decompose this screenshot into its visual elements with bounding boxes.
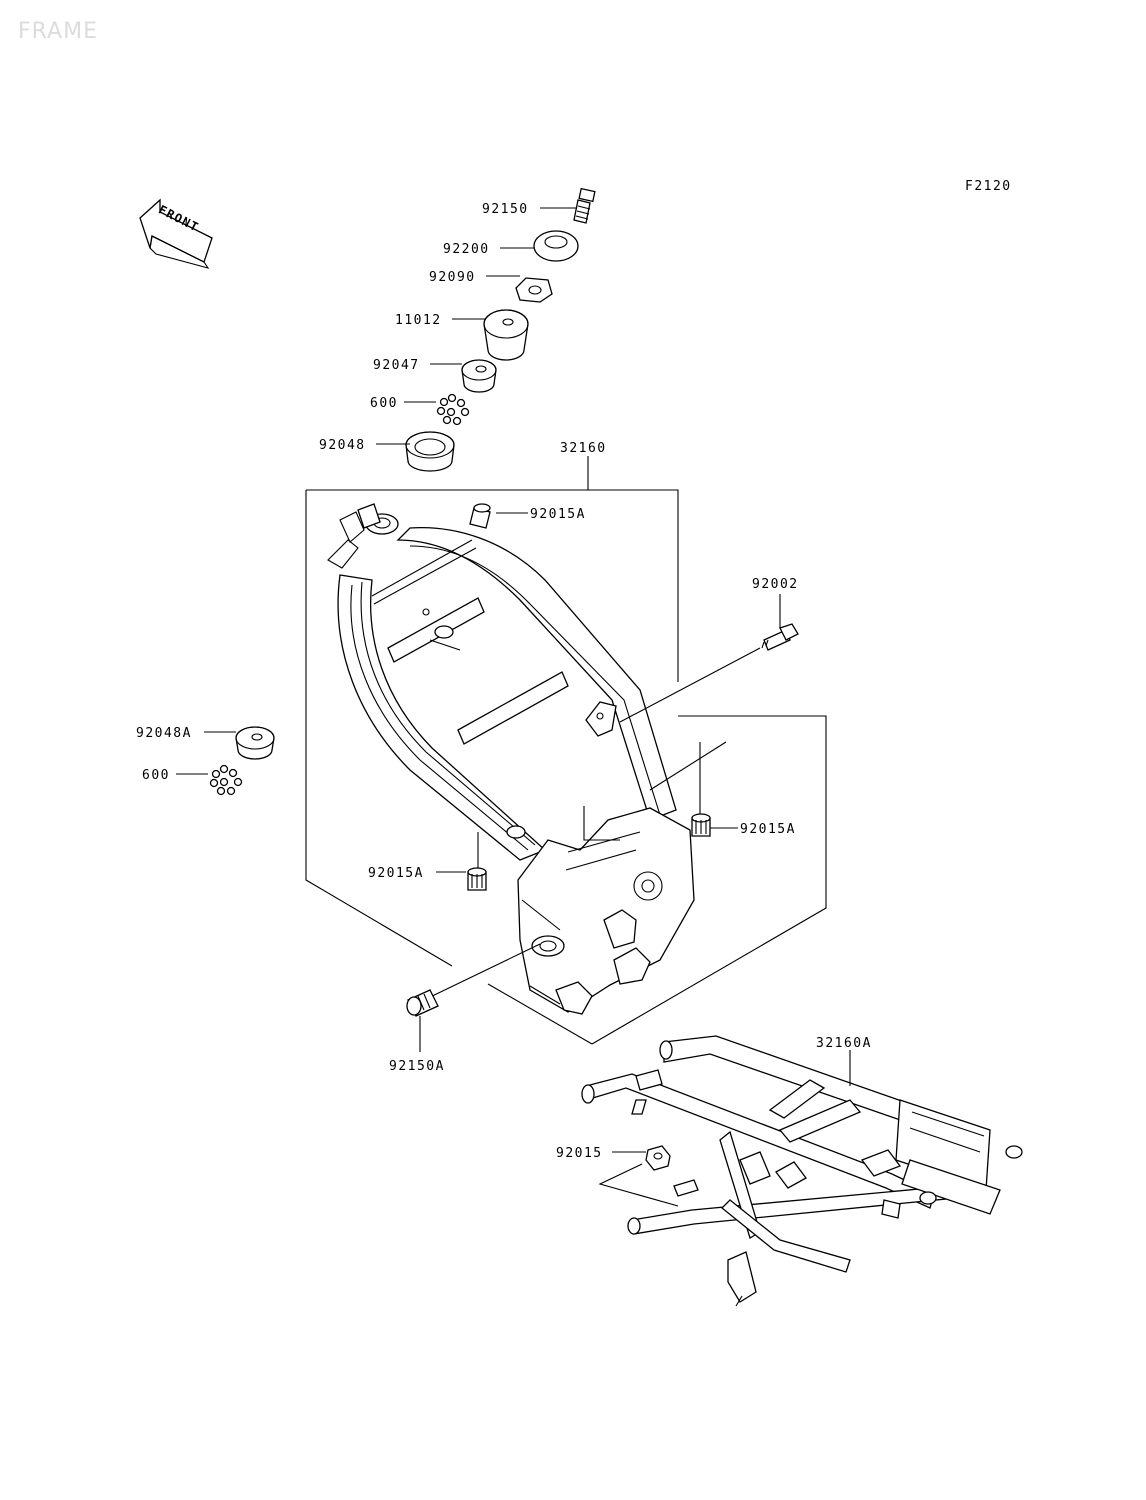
- nut-92015A-right-icon: [691, 813, 711, 837]
- label-11012[interactable]: 11012: [395, 313, 442, 328]
- label-92150A[interactable]: 92150A: [389, 1059, 445, 1074]
- label-92015A-right[interactable]: 92015A: [740, 822, 796, 837]
- assembly-box-left: [305, 490, 453, 967]
- ball-bearing-600-lower-icon: [209, 764, 243, 796]
- leader-92150A-shaft: [423, 943, 541, 1001]
- bolt-92002-icon: [761, 623, 799, 651]
- label-92015[interactable]: 92015: [556, 1146, 603, 1161]
- section-title: FRAME: [18, 19, 98, 44]
- ball-bearing-600-icon: [436, 393, 470, 426]
- bolt-92150A-icon: [406, 989, 439, 1017]
- nut-92015A-left-icon: [467, 867, 487, 891]
- label-92150[interactable]: 92150: [482, 202, 529, 217]
- assembly-box-right: [591, 715, 827, 1045]
- leader-92002-shaft: [619, 647, 761, 723]
- label-600-lower[interactable]: 600: [142, 768, 170, 783]
- label-92200[interactable]: 92200: [443, 242, 490, 257]
- main-frame-32160-icon: [327, 503, 695, 1015]
- label-600-upper[interactable]: 600: [370, 396, 398, 411]
- figure-code: F2120: [965, 179, 1012, 194]
- assembly-box-top: [306, 489, 679, 682]
- collar-92090-icon: [515, 277, 553, 303]
- damper-92048A-icon: [235, 726, 275, 760]
- bracket-line-right: [583, 806, 620, 841]
- leader-92015A-right-d: [649, 741, 727, 791]
- label-92048A[interactable]: 92048A: [136, 726, 192, 741]
- label-92090[interactable]: 92090: [429, 270, 476, 285]
- label-92048[interactable]: 92048: [319, 438, 366, 453]
- label-32160[interactable]: 32160: [560, 441, 607, 456]
- label-92002[interactable]: 92002: [752, 577, 799, 592]
- cup-92048-icon: [405, 431, 455, 472]
- washer-92200-icon: [533, 230, 579, 262]
- damper-11012-icon: [483, 309, 529, 361]
- bushing-92047-icon: [461, 359, 497, 393]
- label-92015A-left[interactable]: 92015A: [368, 866, 424, 881]
- assembly-box-bottom: [487, 983, 593, 1045]
- nut-92015A-top-icon: [469, 503, 491, 529]
- front-direction-arrow-icon: FRONT: [139, 198, 213, 269]
- leader-92015-split: [598, 1163, 679, 1207]
- label-32160A[interactable]: 32160A: [816, 1036, 872, 1051]
- bolt-92150-icon: [573, 187, 596, 224]
- label-92015A-top[interactable]: 92015A: [530, 507, 586, 522]
- nut-92015-icon: [645, 1145, 671, 1171]
- label-92047[interactable]: 92047: [373, 358, 420, 373]
- rear-subframe-32160A-icon: [581, 1035, 1023, 1307]
